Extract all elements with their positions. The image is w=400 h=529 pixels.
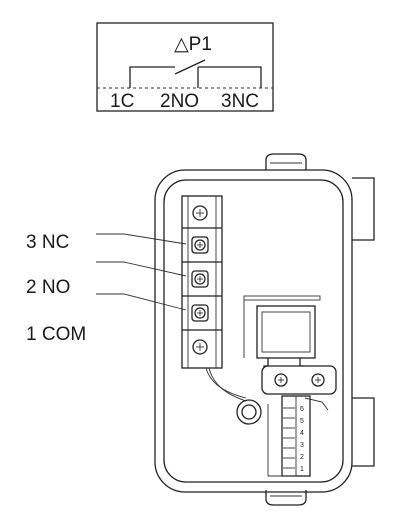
scale-number: 3 xyxy=(300,442,304,449)
terminal-label-1c: 1C xyxy=(110,91,134,112)
switch-housing xyxy=(154,153,375,506)
scale-number: 4 xyxy=(300,430,304,437)
terminal-label-2no: 2NO xyxy=(160,91,199,112)
scale-number: 1 xyxy=(300,466,304,473)
terminal-screw-icon xyxy=(191,236,209,254)
terminal-block xyxy=(181,195,223,369)
terminal-screw-icon xyxy=(192,339,208,355)
terminal-screw-icon xyxy=(191,270,209,288)
callout-1com: 1 COM xyxy=(26,324,86,345)
scale-number: 5 xyxy=(300,418,304,425)
internal-wires xyxy=(205,367,247,402)
callout-2no: 2 NO xyxy=(26,277,70,298)
switch-screw-icon xyxy=(311,373,325,387)
ground-screw-icon xyxy=(192,205,208,221)
microswitch-assembly: 6 5 4 3 2 1 xyxy=(236,295,337,477)
schematic-title: △P1 xyxy=(174,34,212,55)
schematic-box: △P1 1C 2NO 3NC xyxy=(96,22,274,112)
scale-number: 6 xyxy=(300,406,304,413)
terminal-screw-icon xyxy=(191,304,209,322)
callouts: 3 NC 2 NO 1 COM xyxy=(26,232,187,345)
scale-ticks xyxy=(283,407,295,469)
scale-numbers: 6 5 4 3 2 1 xyxy=(300,406,304,473)
switch-screw-icon xyxy=(274,373,288,387)
terminal-label-3nc: 3NC xyxy=(221,91,259,112)
callout-3nc: 3 NC xyxy=(26,232,69,253)
scale-number: 2 xyxy=(300,454,304,461)
